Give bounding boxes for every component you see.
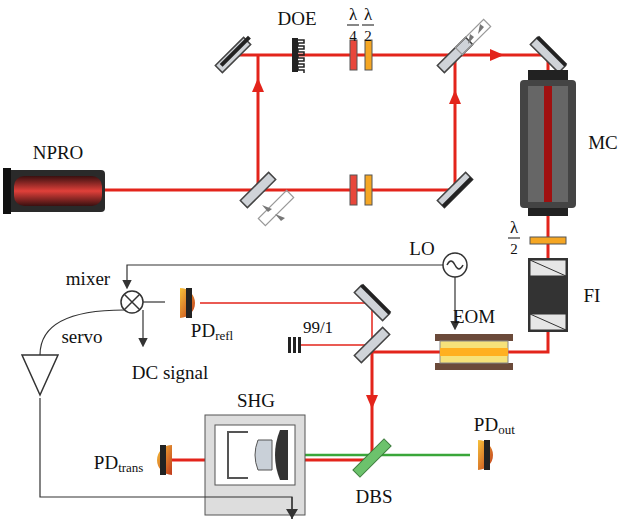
subscript: out [498,423,515,436]
part-label: servo [61,327,102,346]
subscript: trans [118,461,143,474]
part-label: DOE [277,9,316,28]
part-label: EOM [453,307,495,326]
part-label: DBS [356,487,393,506]
part-label: FI [584,286,601,305]
subscript: refl [215,329,233,342]
fraction-symbol: λ [510,219,518,236]
ratio-label: 99/1 [303,319,333,336]
part-label: PD [94,453,118,472]
fraction-number: 4 [349,29,357,44]
fraction-symbol: λ [349,6,357,23]
fraction-number: 2 [510,242,518,257]
part-label: SHG [237,391,275,410]
part-label: mixer [66,269,110,288]
part-label: LO [409,239,434,258]
fraction-number: 2 [364,29,372,44]
part-label: PD [191,321,215,340]
fraction-symbol: λ [364,6,372,23]
part-label: NPRO [33,143,84,162]
part-label: MC [588,133,618,152]
part-label: PD [474,415,498,434]
signal-label: DC signal [132,363,209,382]
